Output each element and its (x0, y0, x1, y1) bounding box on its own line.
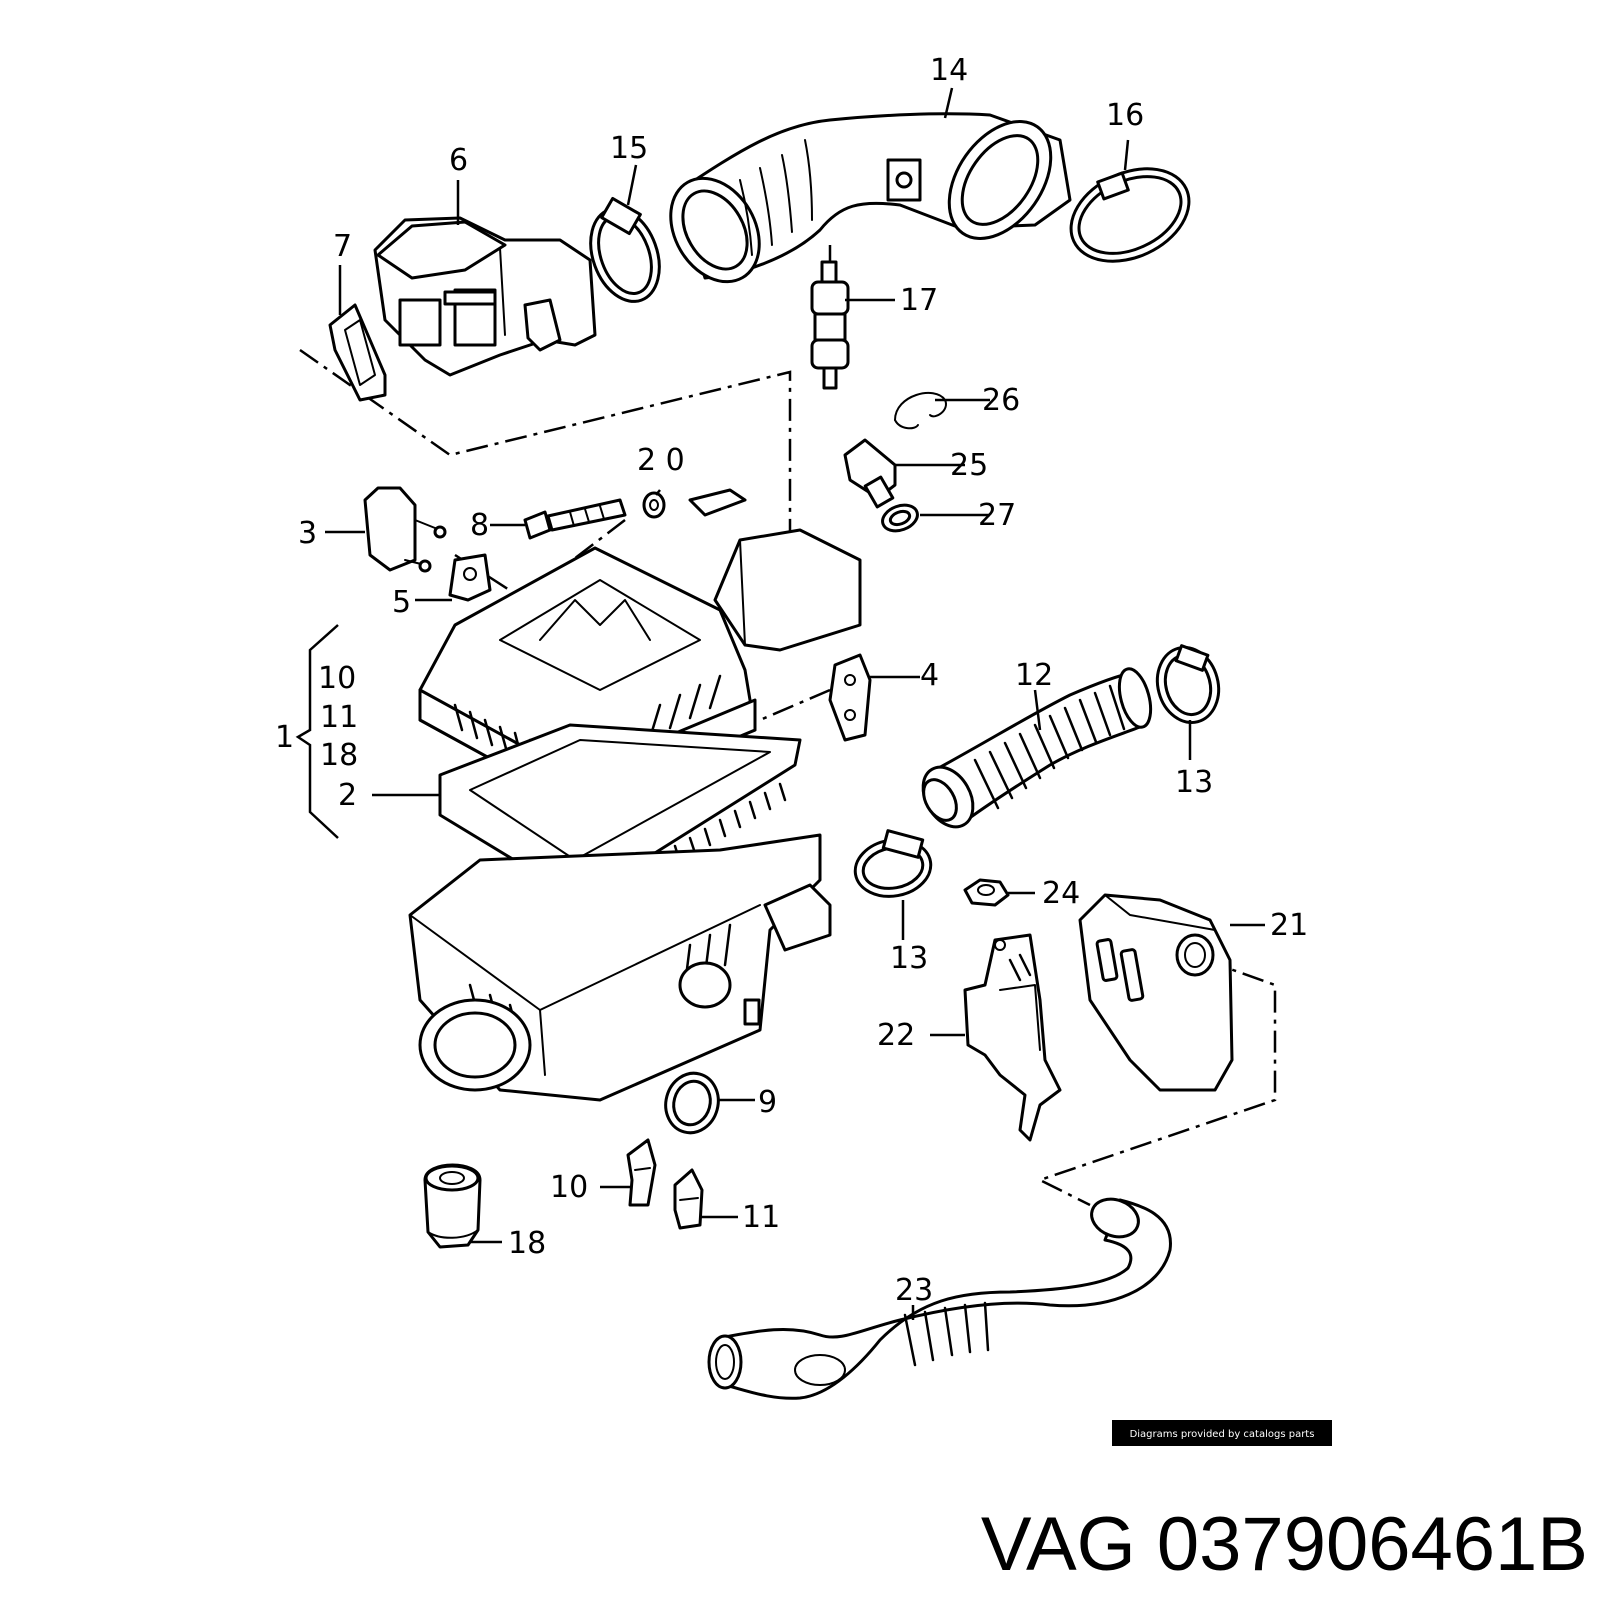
callout-labels: 14 16 15 6 7 17 26 2 0 25 27 8 3 5 4 12 … (275, 53, 1308, 1308)
part-20-washer (642, 491, 666, 519)
callout-1: 1 (275, 720, 294, 755)
callout-25: 25 (950, 448, 988, 483)
part-6-air-mass-meter (373, 216, 597, 377)
callout-15: 15 (610, 131, 648, 166)
part-22-bracket (963, 933, 1062, 1142)
callout-22: 22 (877, 1018, 915, 1053)
callout-3: 3 (298, 516, 317, 551)
part-8-bolt (523, 498, 627, 540)
callout-26: 26 (982, 383, 1020, 418)
callout-10-group: 10 (318, 661, 356, 696)
callout-18: 18 (508, 1226, 546, 1261)
part-26-clip (894, 391, 947, 430)
callout-21: 21 (1270, 908, 1308, 943)
part-5-bracket (448, 553, 492, 602)
part-21-resonator (1078, 893, 1234, 1092)
callout-4: 4 (920, 658, 939, 693)
callout-5: 5 (392, 585, 411, 620)
part-12-corrugated-hose (921, 667, 1153, 829)
callout-17: 17 (900, 283, 938, 318)
part-4-bracket (828, 653, 872, 742)
part-27-seal-ring (881, 503, 919, 533)
leader-lines (295, 87, 1265, 1320)
part-13-clamp-upper (1155, 644, 1221, 725)
callout-6: 6 (449, 143, 468, 178)
part-number: VAG 037906461B (981, 1502, 1588, 1587)
part-18-grommet (423, 1163, 482, 1249)
part-14-intake-duct (669, 112, 1072, 284)
credit-text: Diagrams provided by catalogs parts (1130, 1429, 1315, 1440)
callout-16: 16 (1106, 98, 1144, 133)
part-3-mount (363, 486, 447, 573)
part-16-hose-clamp (1069, 167, 1191, 263)
callout-10: 10 (550, 1170, 588, 1205)
part-11-clip (673, 1168, 704, 1230)
part-25-sensor (843, 438, 897, 509)
part-23-pipe (707, 1197, 1172, 1400)
callout-14: 14 (930, 53, 968, 88)
part-10-clip (626, 1138, 657, 1207)
part-17-connector (810, 260, 850, 390)
callout-9: 9 (758, 1085, 777, 1120)
part-24-nut (963, 878, 1010, 907)
callout-23: 23 (895, 1273, 933, 1308)
part-7-gasket (328, 303, 387, 402)
callout-11: 11 (742, 1200, 780, 1235)
callout-8: 8 (470, 508, 489, 543)
callout-12: 12 (1015, 658, 1053, 693)
part-13-clamp-lower (853, 829, 933, 898)
callout-13-lower: 13 (890, 941, 928, 976)
callout-18-group: 18 (320, 738, 358, 773)
callout-11-group: 11 (320, 700, 358, 735)
air-filter-housing (408, 833, 832, 1102)
part-9-ring (664, 1071, 720, 1135)
callout-13-upper: 13 (1175, 765, 1213, 800)
callout-20: 2 0 (637, 443, 685, 478)
callout-2: 2 (338, 778, 357, 813)
callout-7: 7 (333, 229, 352, 264)
callout-24: 24 (1042, 876, 1080, 911)
credit-label: Diagrams provided by catalogs parts (1112, 1420, 1332, 1446)
callout-27: 27 (978, 498, 1016, 533)
part-15-hose-clamp (589, 196, 661, 303)
